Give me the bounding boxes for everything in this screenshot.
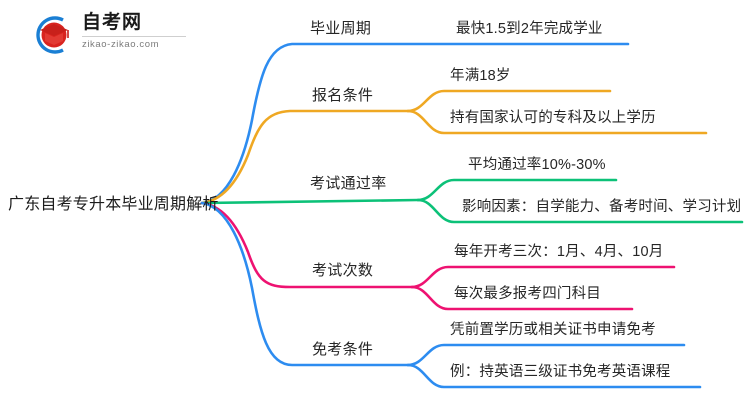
branch-wire-1	[200, 42, 630, 205]
branch-wire-5-down	[406, 363, 702, 389]
leaf-label-3-2: 影响因素：自学能力、备考时间、学习计划	[462, 199, 742, 215]
site-logo: 自考网 zikao-zikao.com	[30, 12, 190, 58]
leaf-label-2-1: 年满18岁	[450, 68, 511, 84]
branch-wire-5	[200, 201, 410, 367]
branch-wire-5-up	[406, 343, 686, 367]
branch-label-kaoshi-cishu: 考试次数	[312, 262, 374, 279]
leaf-label-5-1: 凭前置学历或相关证书申请免考	[450, 322, 656, 338]
branch-wire-2-up	[406, 89, 612, 113]
branch-wire-4-up	[410, 265, 676, 289]
leaf-label-5-2: 例：持英语三级证书免考英语课程	[450, 364, 671, 380]
graduation-cap-icon	[36, 16, 69, 54]
branch-wire-3-up	[416, 178, 618, 202]
branch-label-kaoshi-tongguolv: 考试通过率	[310, 175, 387, 192]
branch-wire-2-down	[406, 109, 708, 135]
branch-wire-4-down	[410, 285, 634, 311]
leaf-label-3-1: 平均通过率10%-30%	[468, 157, 606, 173]
logo-text-block: 自考网 zikao-zikao.com	[82, 12, 190, 50]
leaf-label-4-1: 每年开考三次：1月、4月、10月	[454, 244, 664, 260]
branch-wire-3	[200, 198, 420, 205]
leaf-label-1-1: 最快1.5到2年完成学业	[456, 21, 603, 37]
branch-wire-4	[200, 201, 414, 289]
leaf-label-4-2: 每次最多报考四门科目	[454, 286, 601, 302]
logo-divider	[82, 36, 186, 37]
branch-label-miankao-tiaojian: 免考条件	[312, 341, 374, 358]
branch-label-biye-zhouqi: 毕业周期	[310, 20, 372, 37]
branch-wire-3-down	[416, 198, 744, 224]
logo-name: 自考网	[82, 12, 143, 33]
branch-label-baoming-tiaojian: 报名条件	[312, 87, 374, 104]
leaf-label-2-2: 持有国家认可的专科及以上学历	[450, 110, 656, 126]
logo-url: zikao-zikao.com	[82, 39, 160, 50]
branch-wire-2	[200, 109, 410, 205]
mindmap-root-label: 广东自考专升本毕业周期解析	[8, 196, 219, 213]
